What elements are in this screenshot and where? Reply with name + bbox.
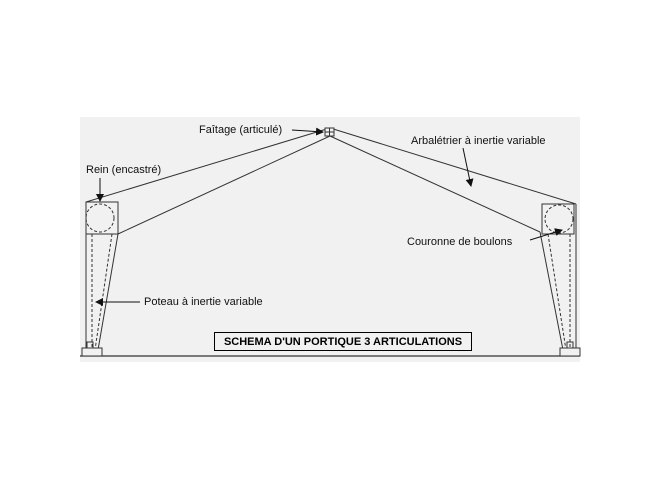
left-bolt-ring [85, 203, 115, 233]
diagram-panel [80, 117, 580, 362]
left-column-flange-2 [94, 233, 113, 351]
arrow-rafter [462, 147, 474, 187]
diagram-title-box: SCHEMA D'UN PORTIQUE 3 ARTICULATIONS [214, 332, 472, 351]
right-rafter-bottom [329, 135, 541, 233]
left-rafter-bottom [117, 135, 331, 235]
right-bolt-ring [544, 204, 574, 234]
arrow-bolts [529, 228, 563, 241]
right-rafter-top [329, 127, 577, 205]
right-base-plate [559, 347, 581, 357]
label-bolts: Couronne de boulons [407, 236, 513, 248]
right-column-inner [539, 231, 564, 351]
left-column-inner [97, 233, 119, 351]
left-knee-box [85, 201, 119, 235]
left-rafter-top [85, 127, 331, 203]
right-knee-box [541, 203, 575, 235]
diagram-title: SCHEMA D'UN PORTIQUE 3 ARTICULATIONS [223, 335, 463, 348]
label-rafter: Arbalétrier à inertie variable [411, 135, 546, 147]
left-base-plate [81, 347, 103, 357]
arrow-ridge [291, 127, 324, 136]
label-ridge: Faîtage (articulé) [199, 124, 283, 136]
left-base-pin [86, 341, 94, 349]
label-knee: Rein (encastré) [86, 164, 162, 176]
right-column-flange-2 [547, 233, 567, 351]
right-base-pin [566, 341, 574, 349]
label-column: Poteau à inertie variable [144, 296, 263, 308]
